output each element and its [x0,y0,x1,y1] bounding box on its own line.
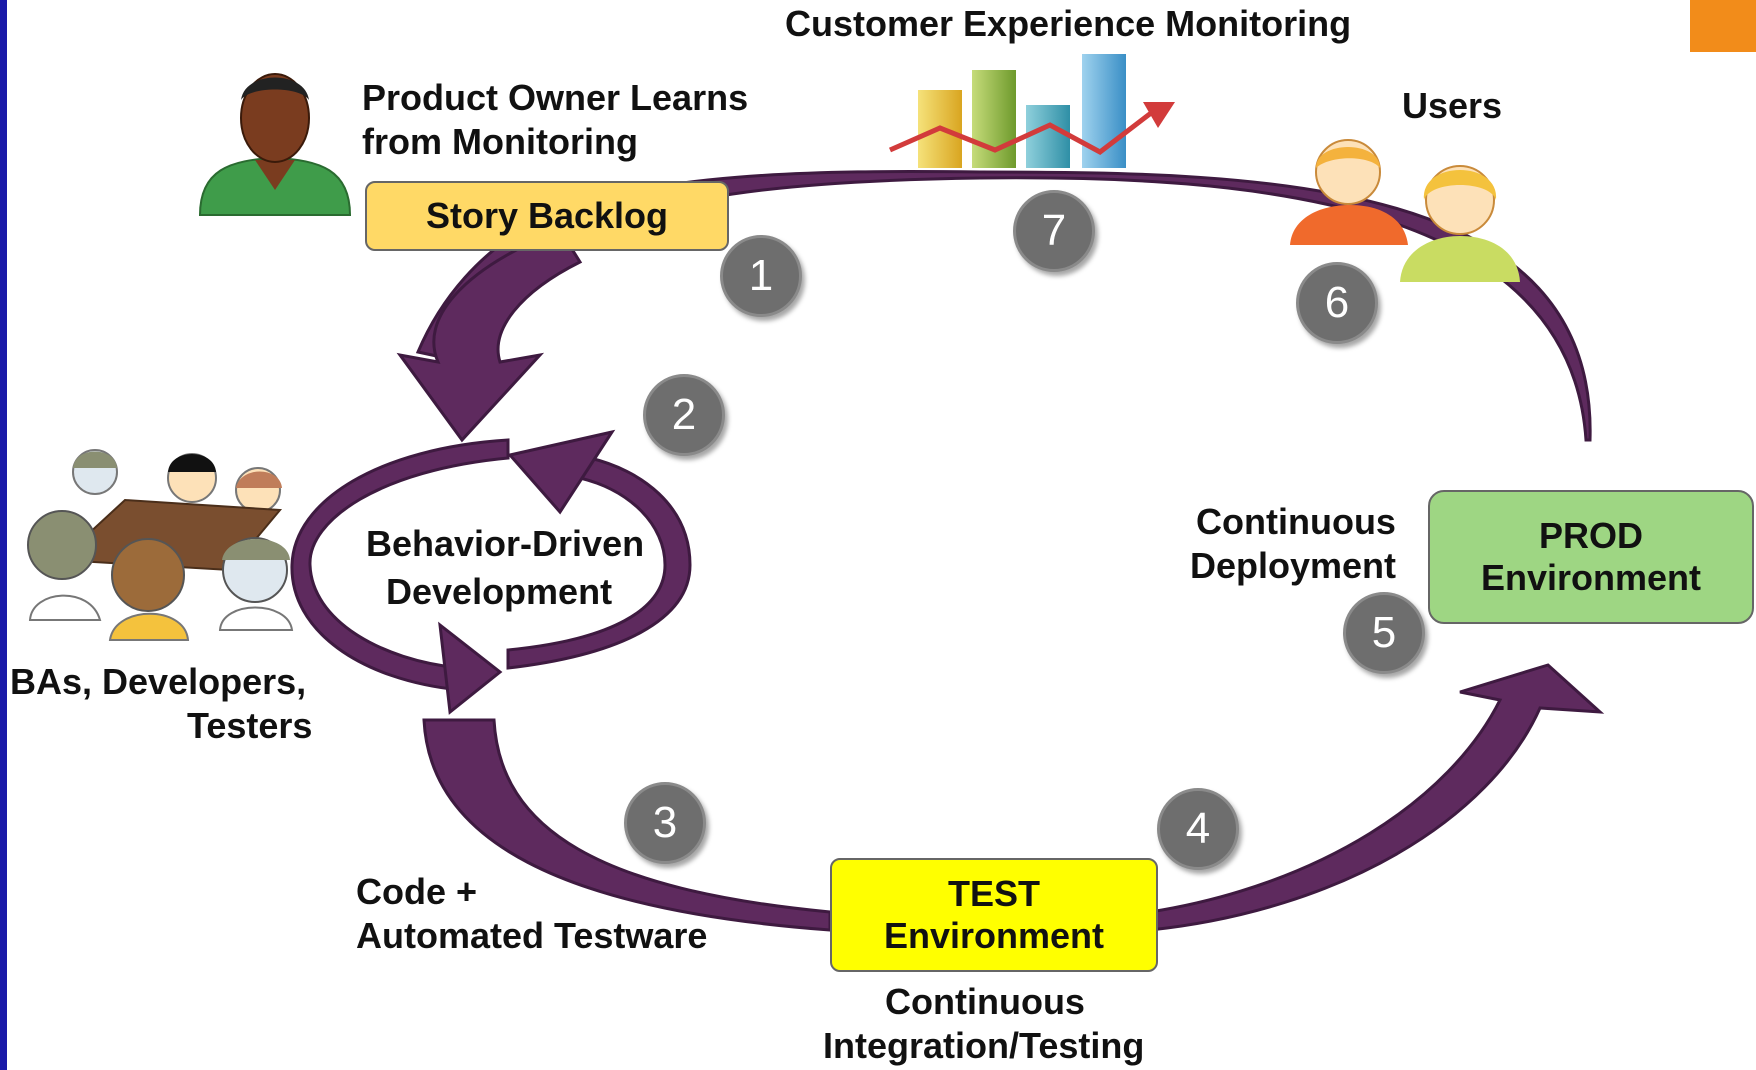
test-to-prod-arrow [1148,663,1605,932]
story-backlog-box: Story Backlog [365,181,729,251]
ci-label-line1: Continuous [885,981,1085,1022]
step-badge-4: 4 [1157,788,1239,870]
step-badge-7: 7 [1013,190,1095,272]
test-environment-box: TEST Environment [830,858,1158,972]
users-icon [1290,139,1520,282]
bar-chart-icon [888,54,1175,168]
code-label-line2: Automated Testware [356,915,708,956]
corner-accent-tab [1690,0,1756,52]
step-badge-3: 3 [624,782,706,864]
users-label: Users [1402,85,1503,126]
top-return-arrow [415,170,1592,442]
prod-label-line1: PROD [1538,515,1643,556]
step-badge-2: 2 [643,374,725,456]
bdd-label-line1: Behavior-Driven [366,523,645,564]
test-label-line2: Environment [883,915,1105,956]
step-badge-5: 5 [1343,592,1425,674]
cd-label-line2: Deployment [1190,545,1397,586]
product-owner-label-line1: Product Owner Learns [362,77,749,118]
story-backlog-label: Story Backlog [425,195,669,236]
person-icon [198,73,352,216]
prod-label-line2: Environment [1480,557,1702,598]
backlog-to-bdd-arrow [396,228,583,443]
code-label-line1: Code + [356,871,478,912]
ci-label-line2: Integration/Testing [823,1025,1145,1066]
prod-environment-box: PROD Environment [1428,490,1754,624]
bdd-label-line2: Development [386,571,613,612]
team-label-line2: Testers [187,705,313,746]
step-badge-1: 1 [720,235,802,317]
product-owner-label-line2: from Monitoring [362,121,638,162]
team-meeting-icon [27,449,294,641]
bdd-loop-arrow [290,429,692,715]
customer-experience-label: Customer Experience Monitoring [785,3,1352,44]
team-label-line1: BAs, Developers, [10,661,307,702]
cd-label-line1: Continuous [1196,501,1396,542]
test-label-line1: TEST [947,873,1040,914]
step-badge-6: 6 [1296,262,1378,344]
side-accent-bar [0,0,7,1070]
